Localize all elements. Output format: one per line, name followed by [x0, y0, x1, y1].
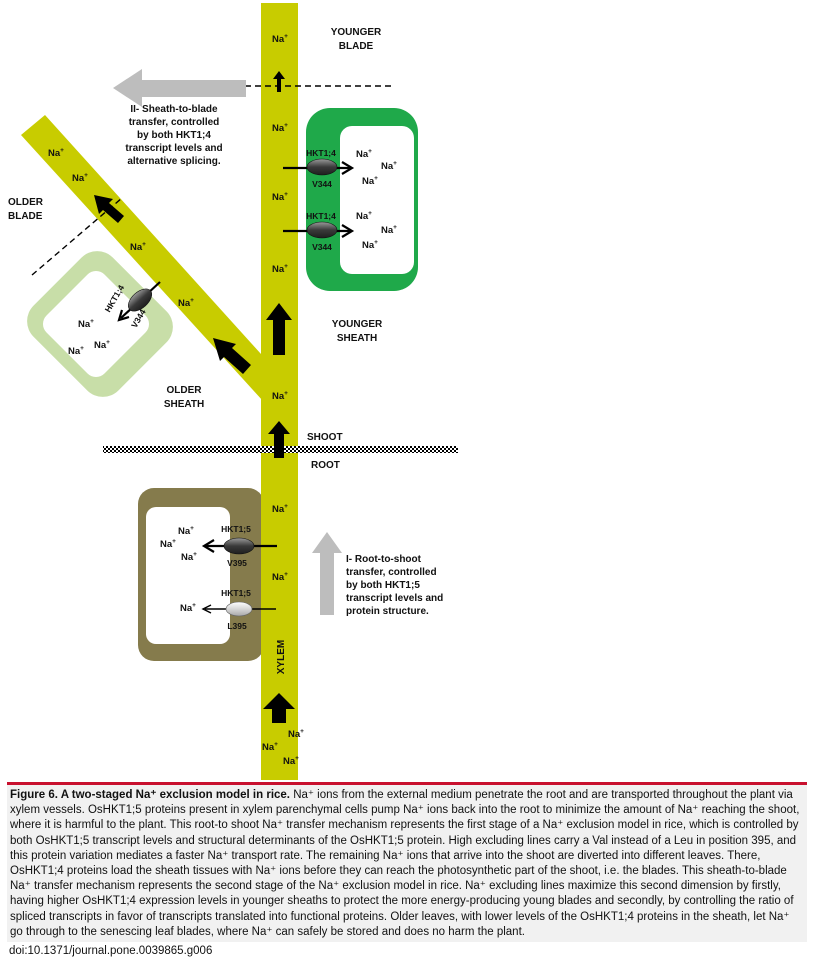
older-blade-label: OLDER: [8, 197, 44, 208]
stage2-text: transcript levels and: [125, 143, 222, 154]
hkt14-protein: [127, 288, 153, 312]
hkt14-young-1: [283, 158, 355, 176]
na-ion: Na+: [362, 239, 378, 251]
stage2-arrow: [113, 69, 246, 107]
na-ion: Na+: [262, 741, 278, 753]
stage2-text: alternative splicing.: [127, 156, 221, 167]
younger-sheath-label: YOUNGER: [332, 319, 383, 330]
na-ion: Na+: [272, 191, 288, 203]
stage1-text: by both HKT1;5: [346, 580, 420, 591]
root-cell: [138, 488, 264, 661]
stage2-text: transfer, controlled: [129, 117, 220, 128]
v344-label: V344: [312, 242, 332, 252]
na-ion: Na+: [362, 175, 378, 187]
v344-label: V344: [312, 179, 332, 189]
v395-label: V395: [227, 558, 247, 568]
xylem-label: XYLEM: [276, 640, 287, 674]
na-ion: Na+: [272, 390, 288, 402]
hkt15-protein: [225, 601, 253, 617]
hkt15-label: HKT1;5: [221, 588, 251, 598]
flow-arrow: [273, 71, 285, 92]
younger-sheath-cell: [306, 108, 418, 291]
na-ion: Na+: [272, 122, 288, 134]
hkt14-protein: [306, 158, 338, 176]
figure-caption: Figure 6. A two-staged Na⁺ exclusion mod…: [7, 782, 807, 943]
caption-title: Figure 6. A two-staged Na⁺ exclusion mod…: [10, 789, 290, 801]
na-exclusion-diagram: HKT1;4 V344 HKT1;4 V344 HKT1;4 V344 HKT1…: [8, 3, 458, 780]
older-blade-label: BLADE: [8, 211, 43, 222]
na-ion: Na+: [356, 210, 372, 222]
hkt15-l395: [201, 601, 276, 617]
flow-arrows: [94, 71, 295, 723]
flow-arrow: [263, 693, 295, 723]
younger-blade-label: BLADE: [339, 41, 374, 52]
hkt15-label: HKT1;5: [221, 524, 251, 534]
stage2-text: by both HKT1;4: [137, 130, 211, 141]
flow-arrow: [268, 421, 290, 458]
na-ion: Na+: [381, 224, 397, 236]
younger-sheath-label: SHEATH: [337, 333, 377, 344]
stage1-text: I- Root-to-shoot: [346, 554, 422, 565]
na-ion: Na+: [72, 172, 88, 184]
na-ion: Na+: [78, 318, 94, 330]
older-sheath-cell: [27, 251, 173, 397]
na-ion: Na+: [181, 551, 197, 563]
na-ion: Na+: [130, 241, 146, 253]
stage2-text: II- Sheath-to-blade: [130, 104, 218, 115]
hkt14-young-2: [283, 221, 355, 239]
hkt15-protein: [223, 537, 255, 555]
hkt14-label: HKT1;4: [306, 211, 336, 221]
na-ion: Na+: [272, 33, 288, 45]
na-ion: Na+: [283, 755, 299, 767]
older-leaf-branch: [21, 115, 298, 412]
na-ion: Na+: [48, 147, 64, 159]
root-label: ROOT: [311, 460, 340, 471]
na-ion: Na+: [272, 263, 288, 275]
younger-blade-label: YOUNGER: [331, 27, 382, 38]
l395-label: L395: [227, 621, 247, 631]
doi-text: doi:10.1371/journal.pone.0039865.g006: [9, 945, 213, 957]
na-ion: Na+: [381, 160, 397, 172]
shoot-label: SHOOT: [307, 432, 343, 443]
na-ion: Na+: [160, 538, 176, 550]
na-ion: Na+: [180, 602, 196, 614]
stage1-text: protein structure.: [346, 606, 429, 617]
flow-arrow: [94, 195, 124, 223]
older-sheath-label: OLDER: [167, 385, 203, 396]
na-ion: Na+: [178, 525, 194, 537]
stage1-arrow: [312, 532, 342, 615]
na-ion: Na+: [356, 148, 372, 160]
flow-arrow: [266, 303, 292, 355]
na-ion: Na+: [272, 571, 288, 583]
older-sheath-label: SHEATH: [164, 399, 204, 410]
flow-arrow: [213, 338, 251, 374]
hkt14-label: HKT1;4: [306, 148, 336, 158]
hkt14-protein: [306, 221, 338, 239]
hkt14-old: [117, 281, 161, 322]
hkt15-v395: [201, 537, 277, 555]
caption-body: Na⁺ ions from the external medium penetr…: [10, 789, 800, 938]
na-ion: Na+: [94, 339, 110, 351]
na-ion: Na+: [68, 345, 84, 357]
stage1-text: transfer, controlled: [346, 567, 437, 578]
na-ion: Na+: [272, 503, 288, 515]
na-ion: Na+: [178, 297, 194, 309]
na-ion: Na+: [288, 728, 304, 740]
stage1-text: transcript levels and: [346, 593, 443, 604]
